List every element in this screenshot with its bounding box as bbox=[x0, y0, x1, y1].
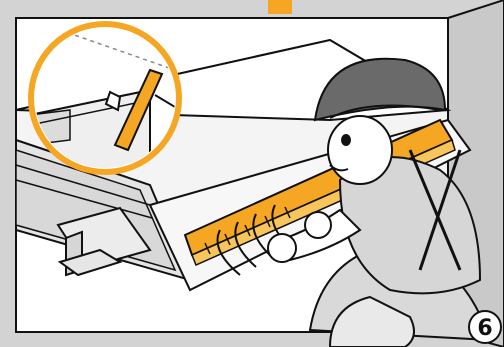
step-number: 6 bbox=[477, 316, 492, 341]
step-badge-icon: 6 bbox=[469, 311, 501, 343]
top-tab bbox=[268, 0, 292, 14]
